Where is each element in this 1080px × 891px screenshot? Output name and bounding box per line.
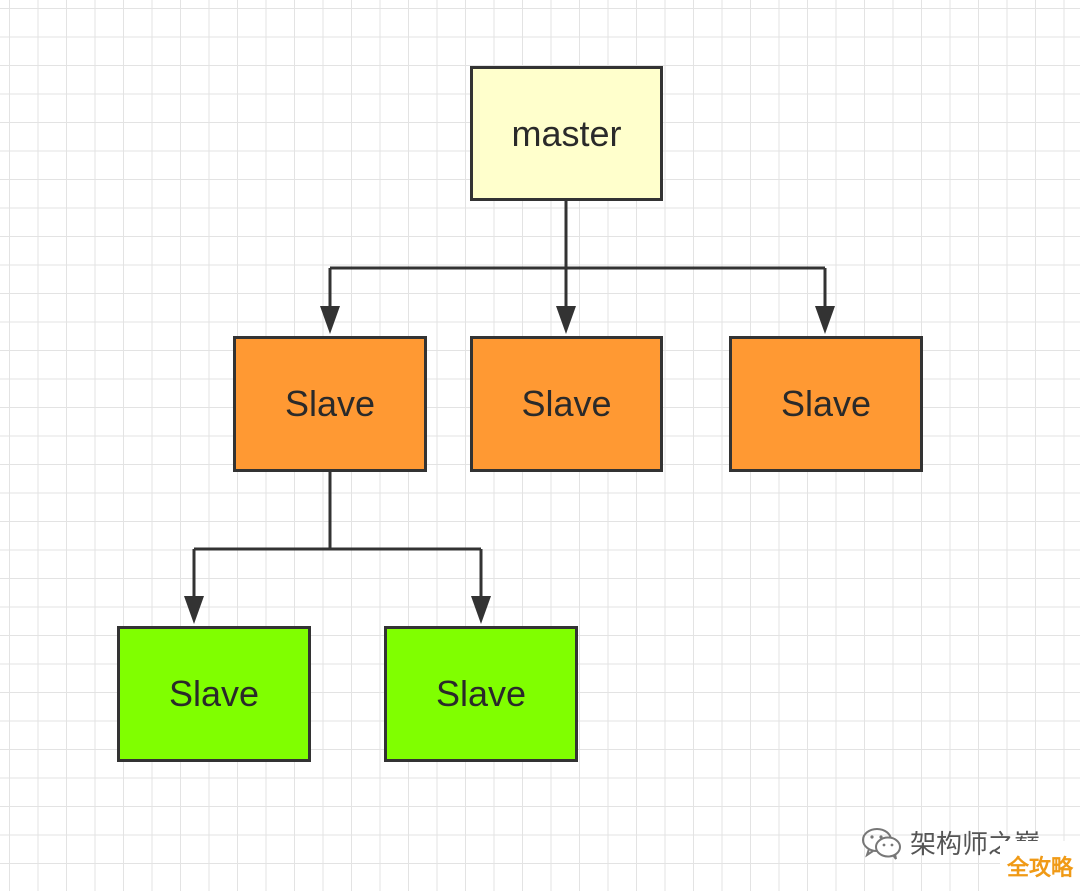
corner-badge: 全攻略 <box>1000 841 1080 891</box>
arrowhead-slave-a <box>320 306 340 334</box>
node-slave-b-label: Slave <box>521 383 612 424</box>
arrowhead-slave-b <box>556 306 576 334</box>
arrowhead-slave-a2 <box>471 596 491 624</box>
arrowhead-slave-c <box>815 306 835 334</box>
node-slave-b: Slave <box>470 336 663 472</box>
node-slave-a2-label: Slave <box>435 673 527 714</box>
node-master: master <box>470 66 663 201</box>
corner-badge-text: 全攻略 <box>1006 856 1073 881</box>
wechat-icon <box>862 827 901 860</box>
node-slave-a-label: Slave <box>284 383 376 424</box>
node-slave-a: Slave <box>233 336 427 472</box>
node-slave-c-label: Slave <box>780 383 872 424</box>
node-master-label: master <box>511 112 622 154</box>
node-slave-c: Slave <box>729 336 923 472</box>
node-slave-a2: Slave <box>384 626 578 762</box>
node-slave-a1: Slave <box>117 626 311 762</box>
arrowhead-slave-a1 <box>184 596 204 624</box>
node-slave-a1-label: Slave <box>168 673 260 714</box>
